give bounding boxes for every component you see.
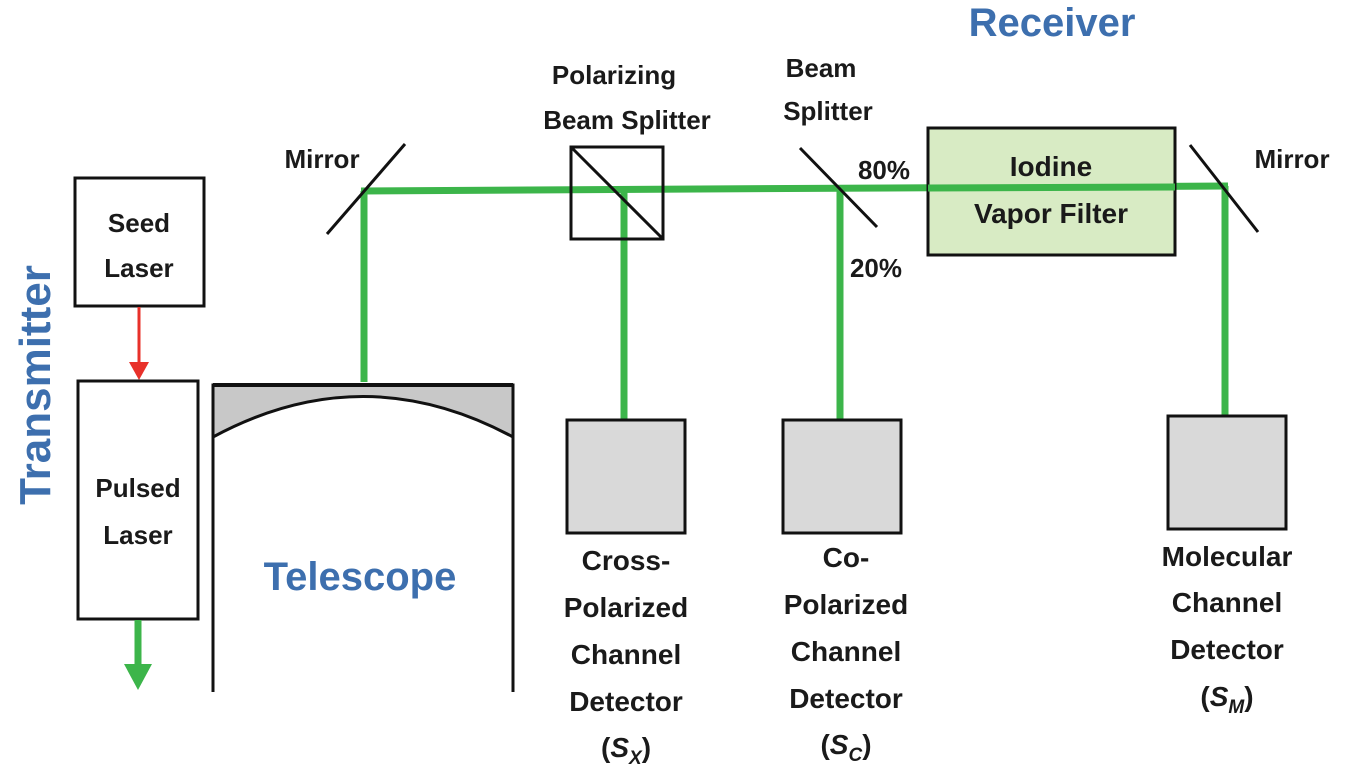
- co-detector-symbol: (SC): [820, 729, 871, 766]
- cross-polarized-detector: [565, 418, 687, 535]
- pbs-label-2: Beam Splitter: [543, 105, 711, 135]
- output-beam-arrowhead: [124, 664, 152, 690]
- co-detector-label-3: Channel: [791, 636, 901, 667]
- receiver-title: Receiver: [969, 1, 1136, 45]
- split-20-label: 20%: [850, 253, 902, 283]
- molecular-detector-label-3: Detector: [1170, 634, 1284, 665]
- transmitter-title: Transmitter: [11, 265, 60, 505]
- beam-splitter-label-1: Beam: [786, 53, 857, 83]
- seed-laser-box: [73, 176, 206, 308]
- molecular-detector-label-1: Molecular: [1162, 541, 1293, 572]
- filter-label-1: Iodine: [1010, 151, 1092, 182]
- seed-arrowhead: [129, 362, 149, 380]
- telescope-title: Telescope: [264, 555, 457, 599]
- iodine-vapor-filter: [926, 126, 1177, 257]
- pulsed-laser-label-1: Pulsed: [95, 473, 180, 503]
- filter-label-2: Vapor Filter: [974, 198, 1128, 229]
- cross-detector-symbol: (SX): [601, 732, 651, 769]
- cross-detector-label-4: Detector: [569, 686, 683, 717]
- molecular-detector-symbol: (SM): [1200, 681, 1253, 718]
- cross-detector-label-2: Polarized: [564, 592, 688, 623]
- co-detector-label-2: Polarized: [784, 589, 908, 620]
- molecular-channel-detector: [1166, 414, 1288, 531]
- cross-detector-label-3: Channel: [571, 639, 681, 670]
- molecular-detector-label-2: Channel: [1172, 587, 1282, 618]
- seed-laser-label-1: Seed: [108, 208, 170, 238]
- pbs-label-1: Polarizing: [552, 60, 676, 90]
- beam-splitter-label-2: Splitter: [783, 96, 873, 126]
- left-mirror-label: Mirror: [284, 144, 359, 174]
- filter-beam: [927, 183, 1176, 192]
- right-mirror-label: Mirror: [1254, 144, 1329, 174]
- co-detector-label-1: Co-: [823, 542, 870, 573]
- cross-detector-label-1: Cross-: [582, 545, 671, 576]
- telescope-primary-mirror: [211, 383, 515, 440]
- left-mirror: [325, 143, 407, 235]
- polarizing-beam-splitter: [569, 145, 665, 241]
- pulsed-laser-label-2: Laser: [103, 520, 172, 550]
- pbs-diagonal: [569, 145, 665, 241]
- co-detector-label-4: Detector: [789, 683, 903, 714]
- seed-laser-label-2: Laser: [104, 253, 173, 283]
- co-polarized-detector: [781, 418, 903, 535]
- beam-splitter: [798, 146, 879, 229]
- right-mirror: [1188, 144, 1260, 233]
- pulsed-laser-box: [76, 379, 200, 621]
- split-80-label: 80%: [858, 155, 910, 185]
